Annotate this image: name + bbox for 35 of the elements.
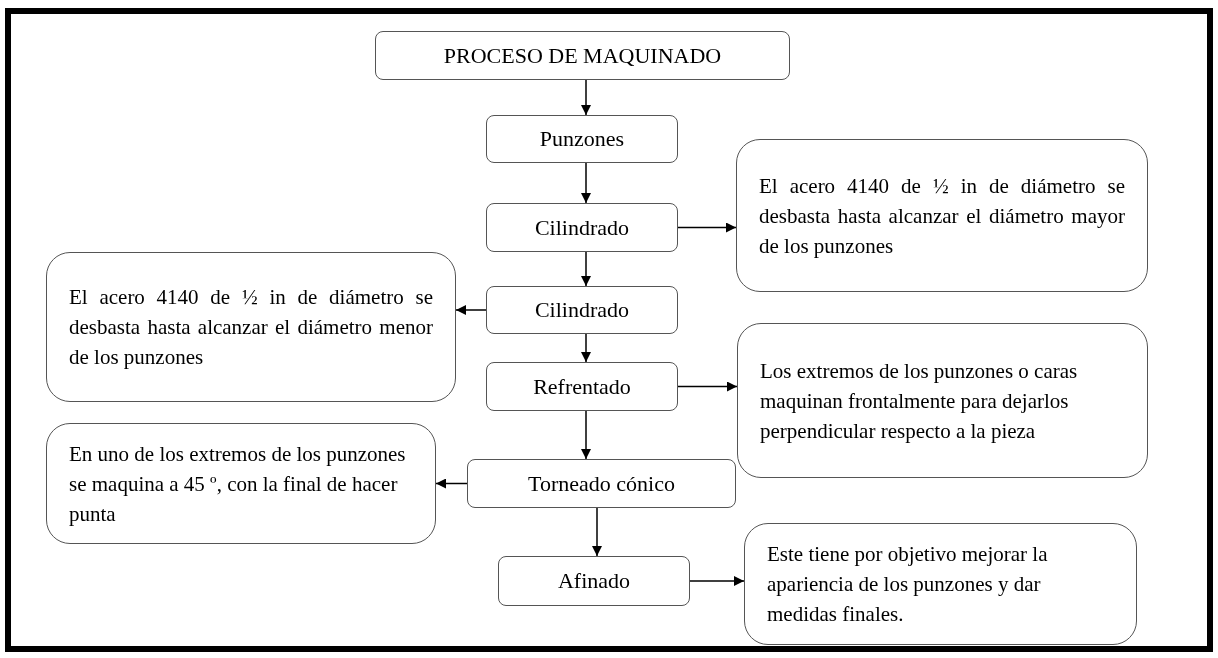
step-label: Afinado [557, 568, 631, 594]
note-box [46, 423, 436, 544]
arrow [689, 576, 745, 586]
note-box [744, 523, 1137, 645]
note-text: El acero 4140 de ½ in de diámetro se desbasta hasta alcanzar el diámetro menor de los punzones [69, 284, 433, 371]
note-box [46, 252, 456, 402]
arrow [581, 162, 591, 204]
process-box [467, 459, 736, 508]
process-box [486, 203, 678, 252]
note-text: El acero 4140 de ½ in de diámetro se desbasta hasta alcanzar el diámetro mayor de los punzones [759, 172, 1125, 260]
arrow [677, 381, 738, 392]
note-text: En uno de los extremos de los punzones se maquina a 45 º, con la final de hacer punta [69, 440, 407, 528]
note-text: Los extremos de los punzones o caras maquinan frontalmente para dejarlos perpendicular respecto a la pieza [760, 357, 1079, 445]
arrow [581, 333, 591, 363]
arrow [581, 79, 591, 116]
process-box [486, 286, 678, 334]
note-text: Este tiene por objetivo mejorar la apariencia de los punzones y dar medidas finales. [767, 541, 1049, 628]
step-label: Cilindrado [534, 214, 630, 241]
arrow [435, 478, 468, 489]
arrow [677, 222, 737, 233]
process-box [498, 556, 690, 606]
arrow [592, 507, 602, 557]
arrow [455, 305, 487, 315]
arrow [581, 251, 591, 287]
note-box [736, 139, 1148, 292]
step-label: Punzones [539, 126, 625, 152]
process-box [375, 31, 790, 80]
arrow [581, 410, 591, 460]
step-label: PROCESO DE MAQUINADO [443, 42, 722, 69]
step-label: Refrentado [533, 373, 631, 400]
process-box [486, 362, 678, 411]
process-box [486, 115, 678, 163]
step-label: Cilindrado [534, 297, 630, 323]
step-label: Torneado cónico [528, 470, 675, 497]
note-box [737, 323, 1148, 478]
